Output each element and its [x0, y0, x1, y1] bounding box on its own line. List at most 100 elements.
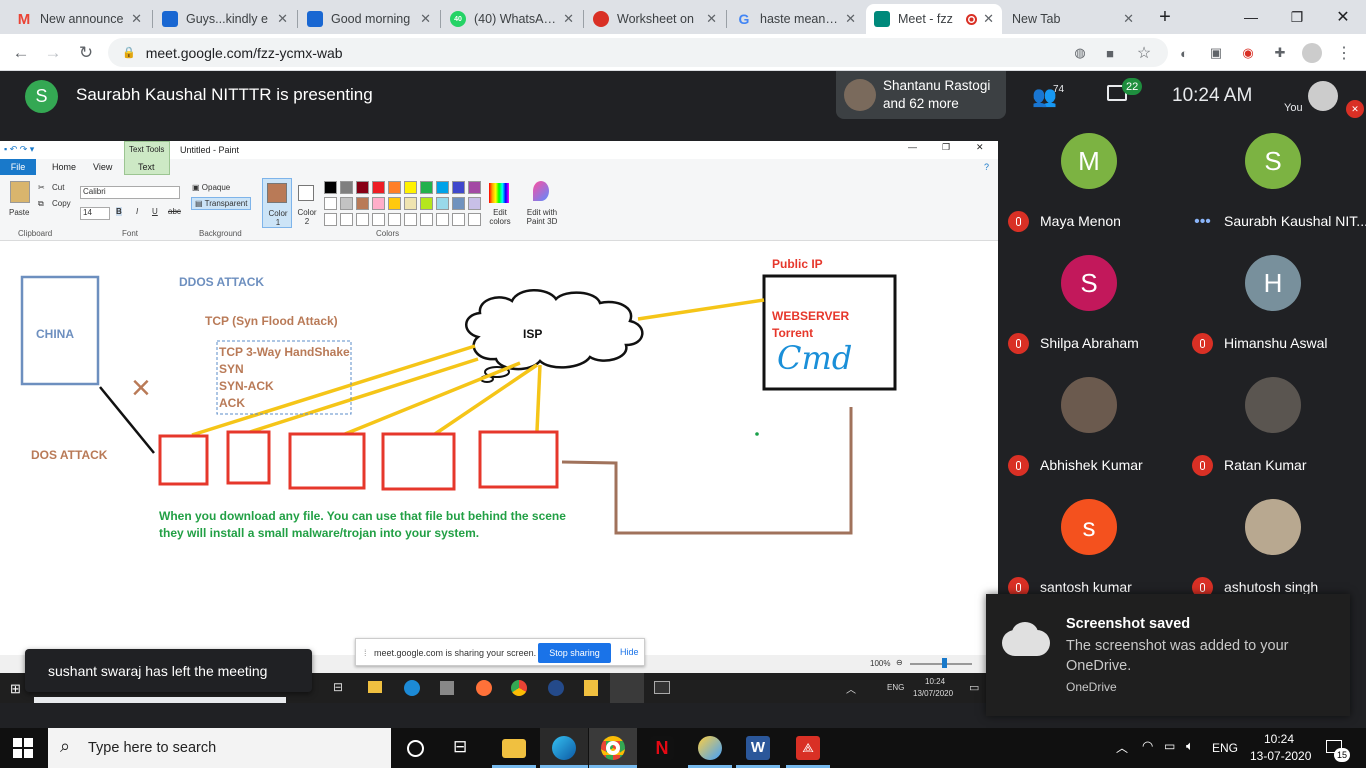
bold-icon[interactable]: B [116, 207, 122, 216]
palette-swatch[interactable] [452, 181, 465, 194]
edit-colors-button[interactable]: Edit colors [489, 208, 511, 226]
taskbar-time[interactable]: 10:24 [1264, 732, 1295, 746]
zoom-slider[interactable] [910, 663, 972, 665]
volume-icon[interactable]: 🔈︎ [1186, 738, 1194, 753]
palette-swatch[interactable] [436, 181, 449, 194]
reload-icon[interactable]: ↻ [78, 43, 94, 62]
close-window-icon[interactable]: ✕ [1336, 9, 1350, 26]
help-icon[interactable]: ? [984, 162, 990, 172]
palette-swatch-empty[interactable] [452, 213, 465, 226]
extension-icon[interactable]: ◐ [1180, 45, 1188, 61]
zoom-out-icon[interactable]: ⊖ [896, 658, 903, 667]
close-tab-icon[interactable]: ✕ [706, 11, 717, 26]
palette-swatch-empty[interactable] [404, 213, 417, 226]
bookmark-star-icon[interactable]: ☆ [1136, 45, 1152, 62]
back-icon[interactable]: ← [12, 43, 30, 62]
tab-google-search[interactable]: G haste meaning ✕ [728, 4, 864, 34]
puzzle-icon[interactable]: ✚ [1274, 45, 1286, 60]
palette-swatch-empty[interactable] [324, 213, 337, 226]
chrome-icon[interactable] [601, 736, 625, 760]
participant-tile[interactable]: Abhishek Kumar [998, 363, 1182, 485]
palette-swatch-empty[interactable] [388, 213, 401, 226]
palette-swatch[interactable] [468, 181, 481, 194]
palette-swatch[interactable] [372, 181, 385, 194]
palette-swatch[interactable] [420, 181, 433, 194]
palette-swatch-empty[interactable] [468, 213, 481, 226]
new-tab-button[interactable]: + [1159, 5, 1171, 28]
palette-swatch[interactable] [404, 181, 417, 194]
italic-icon[interactable]: I [136, 207, 139, 216]
netflix-icon[interactable]: N [650, 736, 674, 760]
address-bar[interactable]: 🔒 meet.google.com/fzz-ycmx-wab [108, 38, 1168, 67]
palette-swatch[interactable] [324, 181, 337, 194]
font-size-select[interactable]: 14 [80, 207, 110, 220]
palette-swatch[interactable] [372, 197, 385, 210]
drag-handle-icon[interactable]: ⁞ [364, 648, 367, 658]
close-tab-icon[interactable]: ✕ [277, 11, 288, 26]
palette-swatch[interactable] [356, 197, 369, 210]
copy-button[interactable]: Copy [52, 199, 71, 208]
color1-button[interactable]: Color 1 [262, 178, 292, 228]
palette-swatch[interactable] [420, 197, 433, 210]
tab-whatsapp[interactable]: 40 (40) WhatsApp ✕ [442, 4, 582, 34]
extension-icon[interactable]: ◉ [1242, 45, 1254, 60]
opaque-option[interactable]: ▣ Opaque [192, 183, 231, 192]
color2-button[interactable]: Color 2 [296, 178, 320, 228]
palette-swatch-empty[interactable] [372, 213, 385, 226]
video-camera-icon[interactable]: ■ [1106, 45, 1114, 61]
tray-chevron-icon[interactable]: ︿ [1116, 741, 1129, 755]
tab-file[interactable]: File [0, 159, 36, 175]
tab-text[interactable]: Text [138, 162, 155, 172]
restore-icon[interactable]: ❐ [1290, 8, 1304, 25]
hide-button[interactable]: Hide [620, 647, 639, 657]
close-tab-icon[interactable]: ✕ [131, 11, 142, 26]
palette-swatch[interactable] [388, 181, 401, 194]
zoom-slider-thumb[interactable] [942, 658, 947, 668]
input-language[interactable]: ENG [1212, 741, 1239, 755]
paint-canvas[interactable]: CHINA DDOS ATTACK TCP (Syn Flood Attack)… [0, 241, 998, 651]
people-icon[interactable]: 👥 [1032, 86, 1057, 108]
battery-icon[interactable]: ▭ [1164, 739, 1176, 753]
close-tab-icon[interactable]: ✕ [420, 11, 431, 26]
palette-swatch[interactable] [324, 197, 337, 210]
participants-summary[interactable]: Shantanu Rastogi and 62 more [836, 71, 1006, 119]
profile-avatar[interactable] [1302, 43, 1322, 63]
cut-button[interactable]: Cut [52, 183, 65, 192]
font-family-select[interactable]: Calibri [80, 186, 180, 199]
participant-tile[interactable]: ashutosh singh [1182, 485, 1366, 607]
close-tab-icon[interactable]: ✕ [1123, 11, 1134, 26]
task-view-icon[interactable]: ⊟ [453, 737, 468, 756]
minimize-icon[interactable]: — [1244, 9, 1258, 25]
tab-home[interactable]: Home [52, 162, 77, 172]
restore-icon[interactable]: ❐ [942, 142, 951, 152]
palette-swatch[interactable] [340, 197, 353, 210]
tab-meet[interactable]: Meet - fzz ✕ [866, 4, 1002, 34]
palette-swatch[interactable] [356, 181, 369, 194]
file-explorer-icon[interactable] [502, 739, 526, 758]
transparent-option[interactable]: ▤ Transparent [191, 197, 252, 210]
tab-worksheet[interactable]: Worksheet on ✕ [585, 4, 725, 34]
close-icon[interactable]: ✕ [976, 142, 984, 152]
paint-icon[interactable] [698, 736, 722, 760]
onedrive-notification[interactable]: Screenshot saved The screenshot was adde… [986, 594, 1350, 716]
palette-swatch-empty[interactable] [436, 213, 449, 226]
paste-icon[interactable] [10, 181, 30, 203]
paint3d-button[interactable]: Edit with Paint 3D [526, 208, 558, 226]
taskbar-date[interactable]: 13-07-2020 [1250, 749, 1312, 763]
extension-icon[interactable]: ▣ [1209, 45, 1223, 60]
palette-swatch[interactable] [452, 197, 465, 210]
close-tab-icon[interactable]: ✕ [563, 11, 574, 26]
tab-classroom-1[interactable]: Guys...kindly e ✕ [154, 4, 296, 34]
menu-icon[interactable]: ⋮ [1336, 45, 1352, 62]
wifi-icon[interactable]: ◠ [1142, 738, 1154, 753]
camera-blocked-icon[interactable]: ◍ [1074, 45, 1086, 60]
palette-swatch-empty[interactable] [420, 213, 433, 226]
close-tab-icon[interactable]: ✕ [983, 11, 994, 26]
palette-swatch[interactable] [340, 181, 353, 194]
palette-swatch-empty[interactable] [340, 213, 353, 226]
paste-button[interactable]: Paste [9, 208, 30, 217]
close-tab-icon[interactable]: ✕ [845, 11, 856, 26]
